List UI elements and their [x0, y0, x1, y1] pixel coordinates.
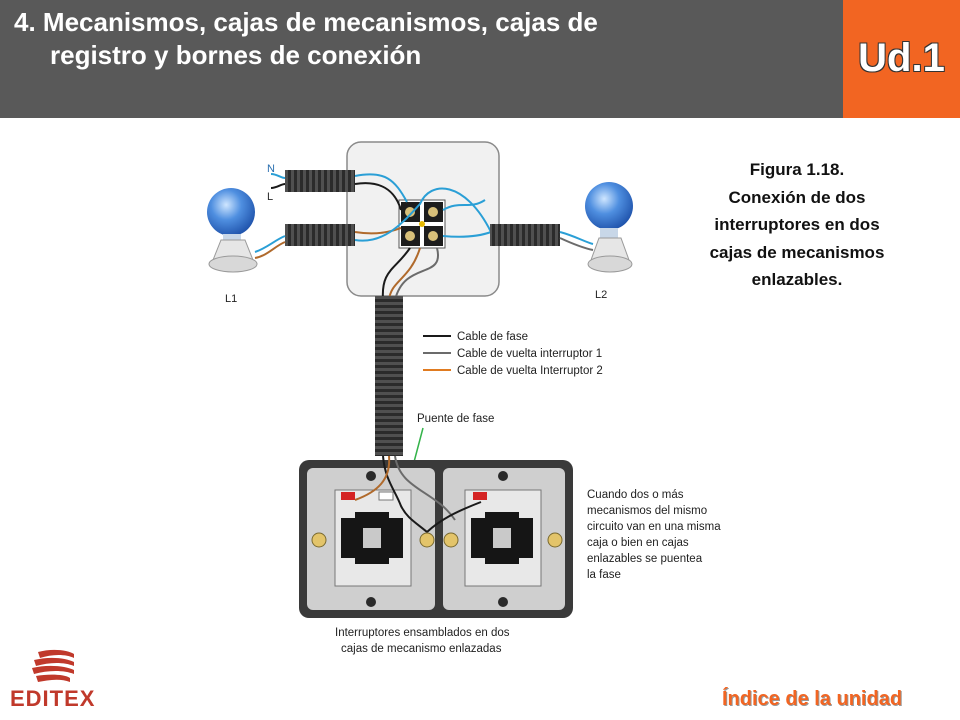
switch-caption: Interruptores ensamblados en dos cajas d…	[335, 627, 510, 655]
svg-text:Interruptores ensamblados en d: Interruptores ensamblados en dos	[335, 627, 510, 639]
lamp-l2	[559, 182, 633, 273]
caption-line-2: Conexión de dos	[728, 187, 866, 207]
svg-text:la fase: la fase	[587, 569, 621, 581]
figure-caption: Figura 1.18. Conexión de dos interruptor…	[672, 156, 922, 294]
conduit-vertical	[375, 296, 403, 456]
caption-line-3: interruptores en dos	[714, 215, 880, 234]
svg-text:mecanismos del mismo: mecanismos del mismo	[587, 505, 707, 517]
label-neutral: N	[267, 163, 275, 175]
label-l2: L2	[595, 289, 607, 301]
legend-vuelta-1: Cable de vuelta interruptor 1	[457, 348, 602, 360]
lamp-l1	[207, 188, 286, 273]
label-line: L	[267, 191, 273, 203]
caption-line-5: enlazables.	[751, 270, 843, 289]
unit-badge: Ud.1	[843, 0, 960, 118]
svg-text:circuito van en una misma: circuito van en una misma	[587, 521, 721, 533]
svg-text:Cuando dos o más: Cuando dos o más	[587, 489, 684, 501]
conduit-right	[490, 224, 560, 246]
wiring-diagram: N L L1 L2 Cable de fase Cable de vuelta …	[207, 141, 721, 655]
conduit-bottom-left	[285, 224, 355, 246]
double-switch-box	[299, 455, 573, 618]
legend-fase: Cable de fase	[457, 331, 528, 343]
unit-label: Ud.1	[858, 36, 945, 80]
page-title-line1: 4. Mecanismos, cajas de mecanismos, caja…	[14, 7, 598, 37]
svg-text:enlazables se puentea: enlazables se puentea	[587, 553, 703, 565]
caption-line-4: cajas de mecanismos	[709, 242, 885, 262]
svg-text:caja o bien en cajas: caja o bien en cajas	[587, 537, 689, 549]
label-bridge: Puente de fase	[417, 413, 494, 425]
bridge-note: Cuando dos o más mecanismos del mismo ci…	[587, 489, 721, 581]
terminal-block	[398, 199, 446, 249]
header-bar: 4. Mecanismos, cajas de mecanismos, caja…	[0, 0, 960, 118]
conduit-top-left	[285, 170, 355, 192]
wire-legend: Cable de fase Cable de vuelta interrupto…	[423, 331, 603, 377]
caption-line-1: Figura 1.18.	[749, 160, 845, 179]
label-l1: L1	[225, 293, 237, 305]
editex-logo: EDITEX	[10, 649, 95, 711]
svg-text:cajas de mecanismo enlazadas: cajas de mecanismo enlazadas	[341, 643, 502, 655]
page-title-line2: registro y bornes de conexión	[50, 40, 422, 70]
svg-text:EDITEX: EDITEX	[10, 686, 95, 711]
index-link[interactable]: Índice de la unidad	[722, 688, 903, 710]
page-title: 4. Mecanismos, cajas de mecanismos, caja…	[14, 6, 834, 72]
legend-vuelta-2: Cable de vuelta Interruptor 2	[457, 365, 603, 377]
